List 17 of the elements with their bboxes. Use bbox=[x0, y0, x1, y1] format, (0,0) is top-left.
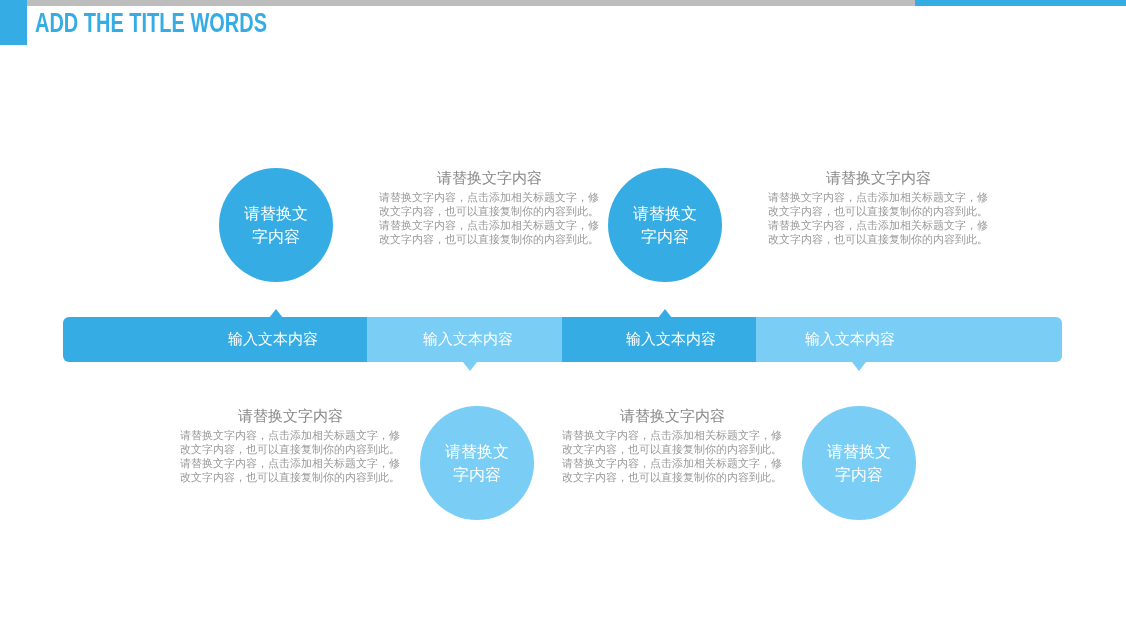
timeline-segment: 输入文本内容 bbox=[562, 317, 756, 362]
heading: 请替换文字内容 bbox=[435, 168, 543, 188]
circle-label: 请替换文字内容 bbox=[826, 441, 892, 486]
timeline-segment: 输入文本内容 bbox=[756, 317, 1062, 362]
heading: 请替换文字内容 bbox=[236, 406, 344, 426]
body-text: 请替换文字内容，点击添加相关标题文字，修改文字内容，也可以直接复制你的内容到此。请替换文字内容，点击添加相关标题文字，修改文字内容，也可以直接复制你的内容到此。 bbox=[379, 190, 599, 246]
body-text: 请替换文字内容，点击添加相关标题文字，修改文字内容，也可以直接复制你的内容到此。请替换文字内容，点击添加相关标题文字，修改文字内容，也可以直接复制你的内容到此。 bbox=[562, 428, 782, 484]
timeline-segment: 输入文本内容 bbox=[63, 317, 367, 362]
timeline-segment: 输入文本内容 bbox=[367, 317, 562, 362]
body-text: 请替换文字内容，点击添加相关标题文字，修改文字内容，也可以直接复制你的内容到此。请替换文字内容，点击添加相关标题文字，修改文字内容，也可以直接复制你的内容到此。 bbox=[768, 190, 988, 246]
heading: 请替换文字内容 bbox=[618, 406, 726, 426]
body-text: 请替换文字内容，点击添加相关标题文字，修改文字内容，也可以直接复制你的内容到此。请替换文字内容，点击添加相关标题文字，修改文字内容，也可以直接复制你的内容到此。 bbox=[180, 428, 400, 484]
heading: 请替换文字内容 bbox=[824, 168, 932, 188]
circle-label: 请替换文字内容 bbox=[243, 203, 309, 248]
title: ADD THE TITLE WORDS bbox=[35, 8, 267, 38]
circle-label: 请替换文字内容 bbox=[444, 441, 510, 486]
circle-label: 请替换文字内容 bbox=[632, 203, 698, 248]
